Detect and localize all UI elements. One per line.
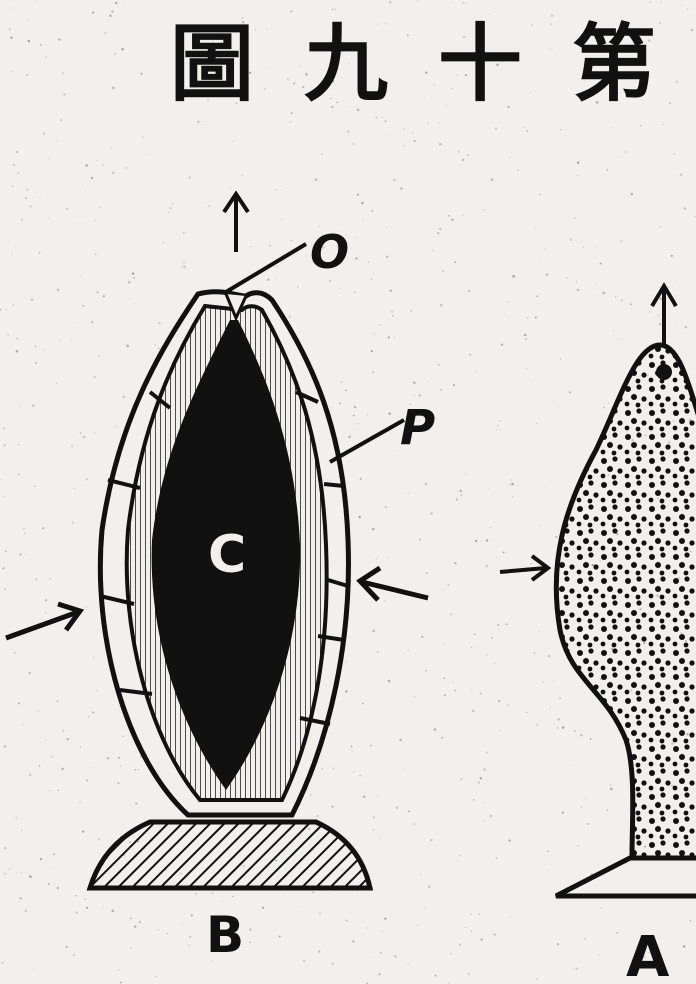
label-cavity: C bbox=[208, 525, 246, 585]
figure-b-inflow-arrow-left bbox=[6, 604, 80, 638]
layer-leader-line bbox=[330, 420, 404, 462]
label-figure-b: B bbox=[206, 906, 244, 964]
figure-a-osculum bbox=[656, 364, 672, 380]
figure-a-body bbox=[556, 345, 696, 858]
figure-a: A bbox=[500, 286, 696, 984]
label-layer: P bbox=[400, 400, 435, 456]
figure-b: O P C B bbox=[6, 194, 435, 964]
figure-b-outflow-arrow bbox=[224, 194, 248, 252]
figure-a-base bbox=[556, 858, 696, 896]
figure-a-inflow-arrow bbox=[500, 556, 548, 580]
figure-b-inflow-arrow-right bbox=[360, 568, 428, 600]
figure-b-base bbox=[90, 822, 370, 888]
label-figure-a: A bbox=[626, 925, 670, 984]
figure-a-outflow-arrow bbox=[652, 286, 676, 344]
label-opening: O bbox=[310, 225, 349, 279]
